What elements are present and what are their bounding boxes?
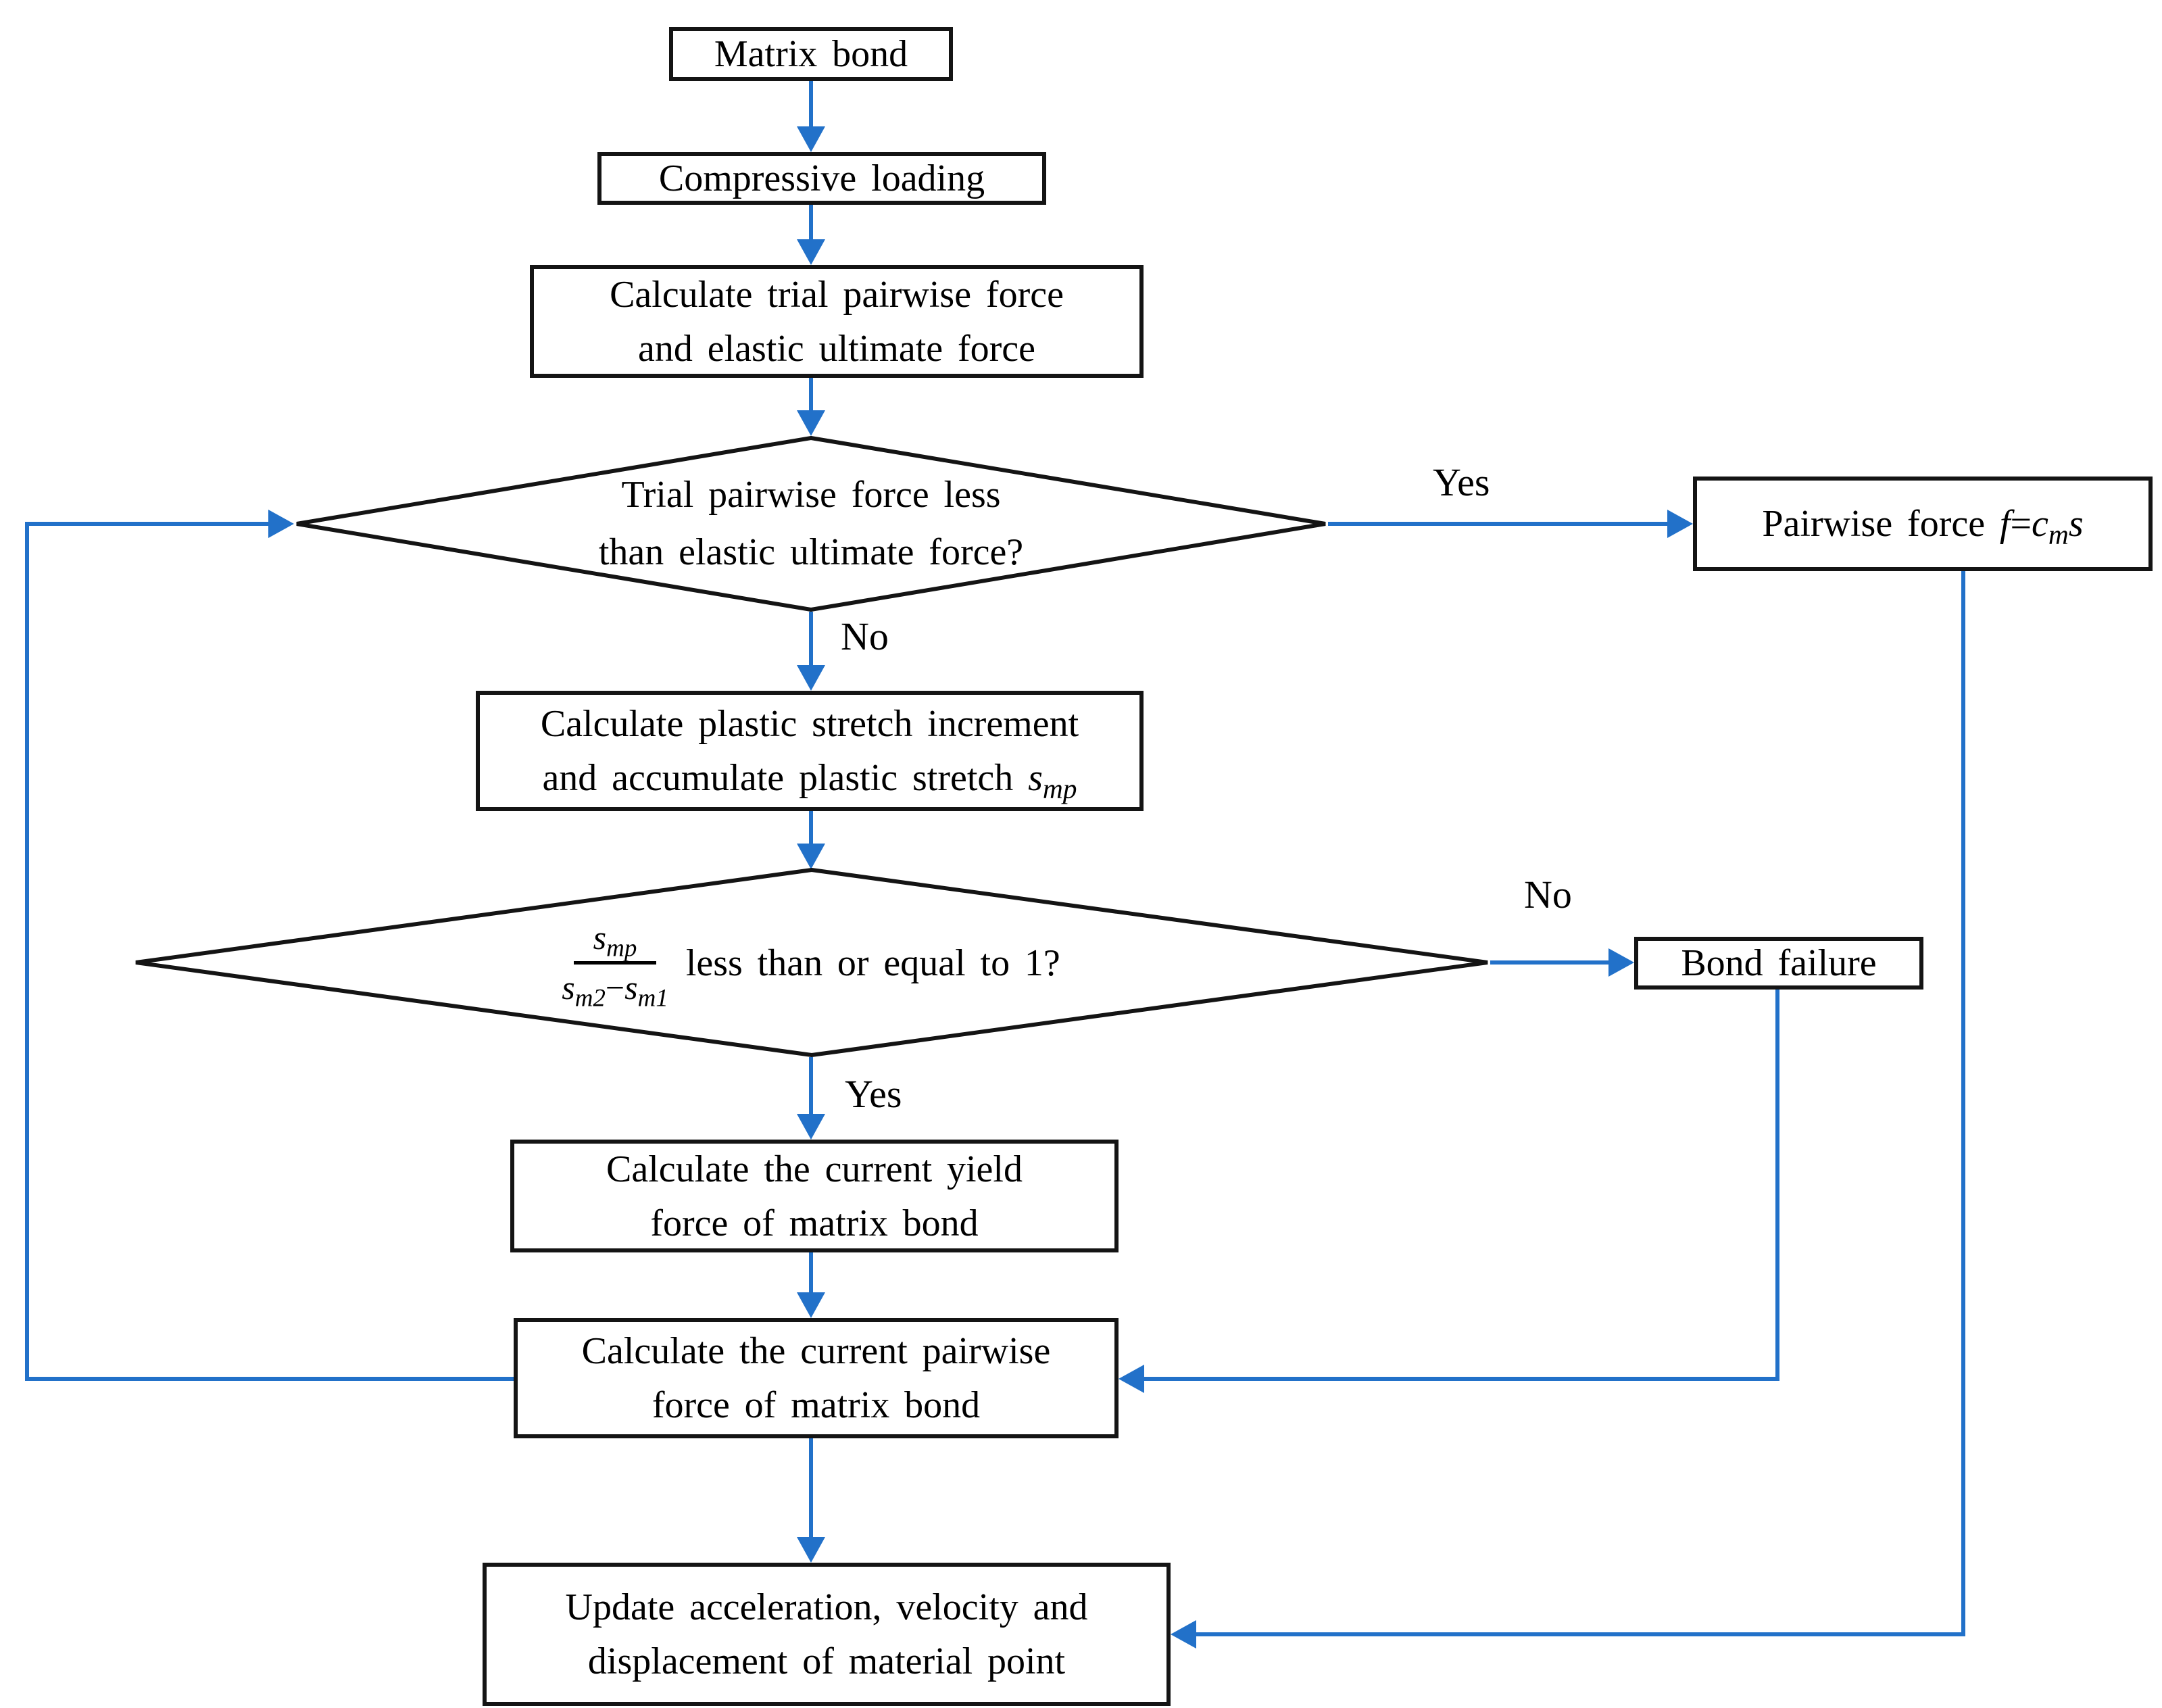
arrowhead-down-icon: [797, 665, 825, 691]
arrowhead-right-icon: [1608, 948, 1634, 977]
den-sub1: m2: [574, 984, 606, 1012]
node-label-line1: Calculate trial pairwise force: [610, 273, 1064, 316]
decision-elastic-text: Trial pairwise force less than elastic u…: [406, 460, 1217, 588]
connector-line: [1195, 1632, 1965, 1636]
num-subscript: mp: [606, 933, 637, 962]
decision-stretch-text: smp sm2−sm1 less than or equal to 1?: [304, 880, 1318, 1046]
node-label-line2: and accumulate plastic stretch smp: [542, 751, 1077, 805]
label-yes-stretch: Yes: [845, 1072, 902, 1116]
node-label-line1: Update acceleration, velocity and: [565, 1586, 1088, 1628]
line2-s-subscript: mp: [1042, 773, 1077, 804]
arrowhead-down-icon: [797, 1537, 825, 1563]
arrowhead-right-icon: [268, 510, 294, 538]
node-label-line1: Calculate the current pairwise: [581, 1330, 1051, 1372]
connector-line: [1961, 569, 1965, 1636]
arrowhead-down-icon: [797, 844, 825, 869]
connector-line: [809, 378, 813, 413]
node-compressive-loading: Compressive loading: [597, 152, 1046, 205]
decision-diamond-elastic: [296, 436, 1326, 612]
connector-line: [1144, 1377, 1779, 1381]
den-s2: s: [624, 969, 638, 1006]
connector-line: [809, 205, 813, 242]
connector-line: [809, 1057, 813, 1118]
connector-line: [1328, 522, 1669, 526]
node-calc-plastic-stretch: Calculate plastic stretch increment and …: [476, 691, 1144, 811]
decision-line2: than elastic ultimate force?: [598, 531, 1024, 573]
den-minus: −: [605, 969, 625, 1006]
node-calc-current-pairwise: Calculate the current pairwise force of …: [514, 1318, 1119, 1438]
fraction-denominator: sm2−sm1: [562, 969, 668, 1010]
arrowhead-down-icon: [797, 239, 825, 265]
arrowhead-right-icon: [1667, 510, 1693, 538]
connector-line: [809, 1252, 813, 1296]
connector-line: [809, 1438, 813, 1540]
node-matrix-bond: Matrix bond: [669, 27, 953, 81]
connector-line: [25, 1377, 514, 1381]
formula-f: f: [1999, 503, 2011, 545]
node-label-line2: force of matrix bond: [650, 1202, 979, 1244]
node-update-motion: Update acceleration, velocity and displa…: [483, 1563, 1171, 1706]
connector-line: [809, 612, 813, 669]
node-label: Compressive loading: [658, 157, 985, 199]
connector-line: [809, 81, 813, 128]
node-label-line1: Calculate plastic stretch increment: [540, 703, 1079, 745]
formula-s: s: [2068, 503, 2084, 545]
den-sub2: m1: [637, 984, 668, 1012]
fraction-numerator: smp: [593, 918, 637, 960]
node-calc-yield-force: Calculate the current yield force of mat…: [510, 1140, 1119, 1252]
node-label: Bond failure: [1681, 942, 1877, 984]
label-no-stretch: No: [1524, 873, 1572, 917]
arrowhead-left-icon: [1171, 1620, 1196, 1649]
label-yes-elastic: Yes: [1433, 460, 1490, 504]
node-label-formula: Pairwise force f=cms: [1762, 497, 2083, 551]
fraction-bar: [573, 961, 657, 965]
den-s1: s: [562, 969, 575, 1006]
decision-question: less than or equal to 1?: [685, 942, 1060, 984]
arrowhead-left-icon: [1119, 1365, 1144, 1393]
connector-line: [809, 811, 813, 846]
node-label-line2: force of matrix bond: [652, 1384, 981, 1426]
line2-text: and accumulate plastic stretch: [542, 757, 1029, 799]
node-bond-failure: Bond failure: [1634, 937, 1923, 990]
formula-c: c: [2032, 503, 2048, 545]
line2-s: s: [1028, 757, 1043, 799]
arrowhead-down-icon: [797, 1114, 825, 1140]
arrowhead-down-icon: [797, 126, 825, 152]
node-calc-trial-force: Calculate trial pairwise force and elast…: [530, 265, 1144, 378]
formula-c-subscript: m: [2048, 518, 2069, 550]
node-label: Matrix bond: [714, 33, 908, 75]
connector-line: [1490, 960, 1612, 965]
arrowhead-down-icon: [797, 1292, 825, 1318]
connector-line: [25, 522, 268, 526]
node-label-line1: Calculate the current yield: [606, 1148, 1023, 1190]
decision-line1: Trial pairwise force less: [621, 474, 1001, 516]
num-s: s: [593, 918, 607, 956]
node-label-line2: displacement of material point: [587, 1640, 1066, 1682]
stretch-ratio-fraction: smp sm2−sm1: [562, 918, 668, 1011]
connector-line: [1775, 990, 1779, 1380]
label-no-elastic: No: [841, 614, 889, 658]
formula-equals: =: [2010, 503, 2032, 545]
connector-line: [25, 522, 29, 1381]
formula-prefix: Pairwise force: [1762, 503, 2000, 545]
node-pairwise-force: Pairwise force f=cms: [1693, 477, 2153, 571]
decision-diamond-stretch: [135, 868, 1488, 1057]
node-label-line2: and elastic ultimate force: [638, 327, 1035, 370]
arrowhead-down-icon: [797, 410, 825, 436]
